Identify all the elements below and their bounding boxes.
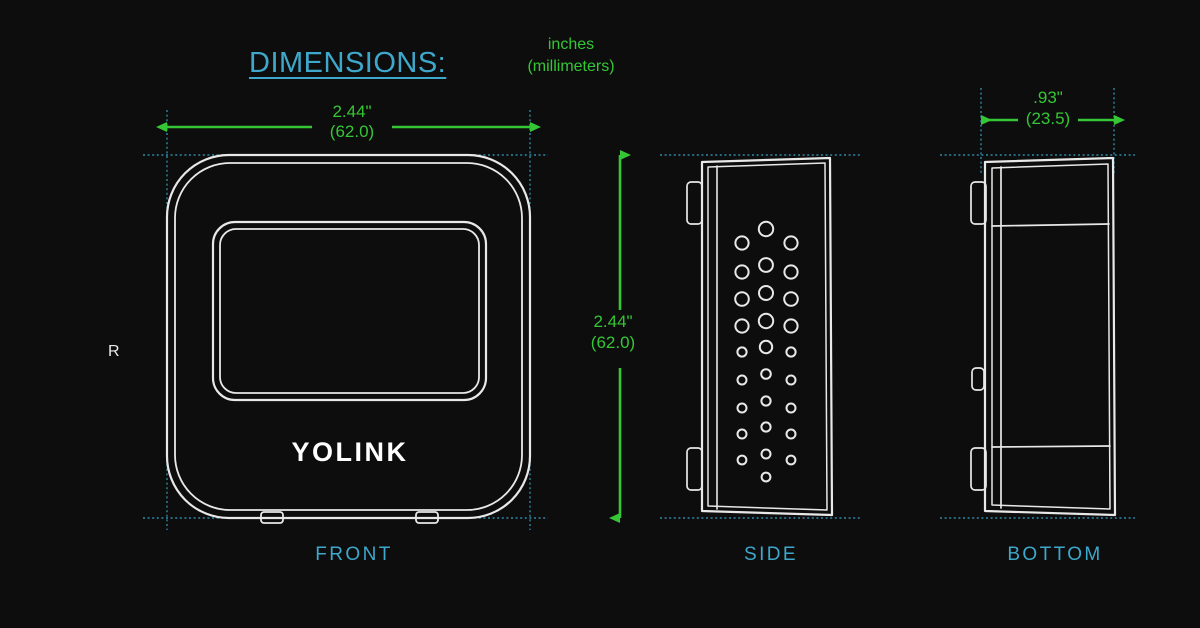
front-width-millimeters-label: (62.0) <box>329 122 375 141</box>
front-view-drawing <box>165 153 532 524</box>
bottom-edge-tabs <box>970 181 987 491</box>
side-body-inner-outline <box>707 162 828 511</box>
bottom-top-section-line <box>991 223 1110 227</box>
units-primary-label: inches <box>547 36 595 53</box>
front-width-inches-label: 2.44" <box>332 102 372 121</box>
bottom-body-inner-outline <box>991 163 1111 510</box>
side-tab-bottom <box>686 447 703 491</box>
side-body-outline <box>700 156 834 517</box>
front-inner-shell <box>174 162 523 511</box>
front-panel-outer <box>211 220 488 402</box>
front-panel-inner <box>219 228 480 394</box>
units-secondary-label: (millimeters) <box>527 58 615 75</box>
front-tab-left <box>260 511 284 524</box>
view-label-bottom: BOTTOM <box>1007 544 1103 565</box>
side-speaker-grille <box>734 220 799 483</box>
product-brand-logo: YOLINK <box>291 437 409 467</box>
depth-inches-label: .93" <box>1033 88 1063 107</box>
bottom-lower-section-line <box>991 445 1111 448</box>
side-view-drawing <box>686 156 834 517</box>
bottom-tab-top <box>970 181 987 225</box>
view-label-front: FRONT <box>315 544 393 565</box>
page-title: DIMENSIONS: <box>249 47 447 79</box>
dimension-lines <box>156 115 1125 523</box>
view-label-side: SIDE <box>744 544 798 565</box>
bottom-view-drawing <box>970 156 1117 517</box>
bottom-body-outline <box>983 156 1117 517</box>
depth-millimeters-label: (23.5) <box>1025 109 1071 128</box>
radius-annotation: R <box>108 343 120 360</box>
bottom-tab-middle <box>971 367 985 391</box>
front-outer-shell <box>165 153 532 520</box>
bottom-tab-bottom <box>970 447 987 491</box>
front-height-inches-label: 2.44" <box>593 312 633 331</box>
front-bottom-tabs <box>260 511 439 524</box>
front-tab-right <box>415 511 439 524</box>
side-tab-top <box>686 181 703 225</box>
side-edge-tabs <box>686 181 703 491</box>
front-height-millimeters-label: (62.0) <box>590 333 636 352</box>
